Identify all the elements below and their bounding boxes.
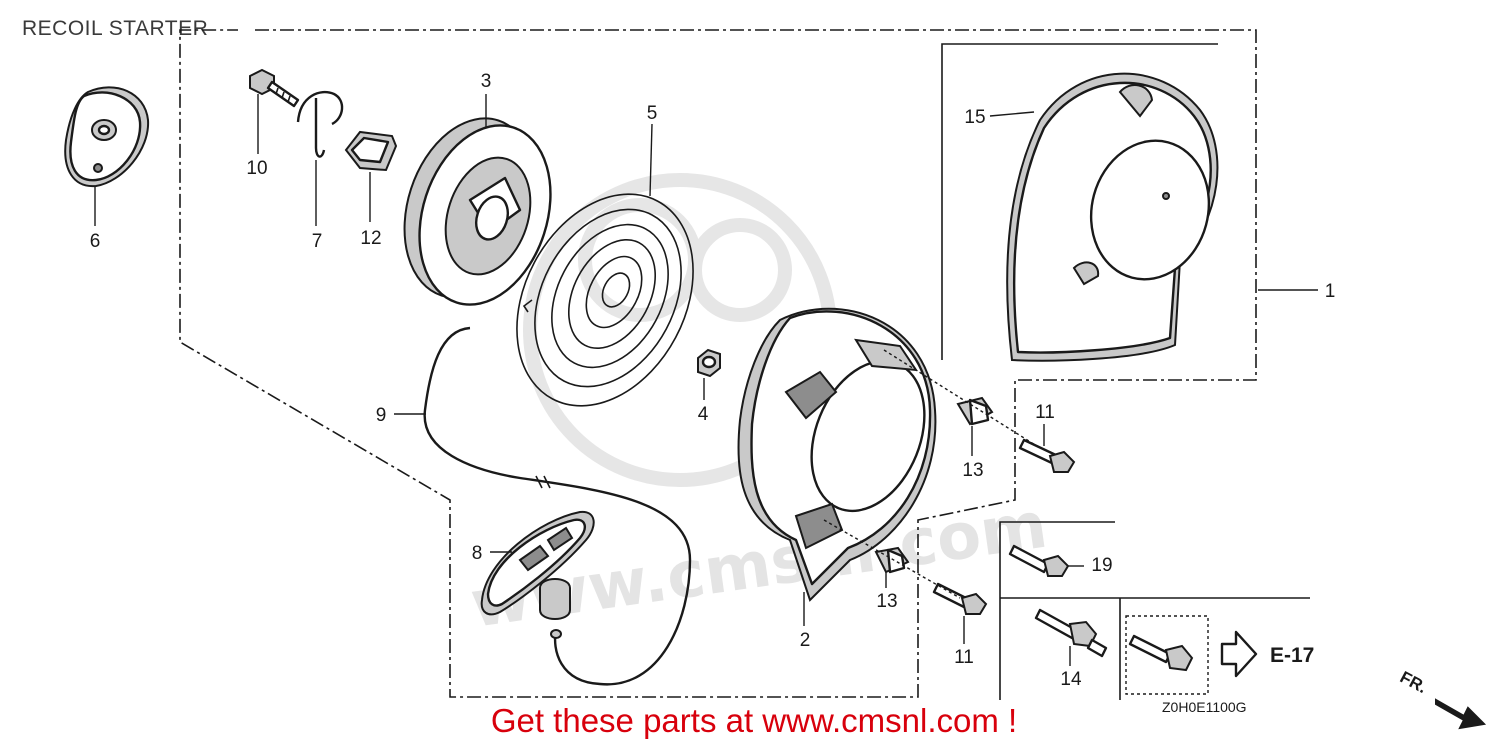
callout-1: 1 <box>1325 281 1336 302</box>
alignment-lines <box>823 349 1041 599</box>
callout-8: 8 <box>472 543 483 564</box>
callouts: 6 10 7 12 3 5 4 9 8 2 15 1 11 13 13 11 1… <box>90 71 1336 690</box>
callout-2: 2 <box>800 630 811 651</box>
callout-13-lower: 13 <box>876 591 897 612</box>
callout-11-lower: 11 <box>954 647 974 668</box>
leader-lines <box>94 94 1318 666</box>
callout-4: 4 <box>698 404 709 425</box>
drawing-code: Z0H0E1100G <box>1162 699 1247 715</box>
part-10-bolt <box>249 68 300 108</box>
part-6-pulley-plate <box>64 86 150 188</box>
callout-7: 7 <box>312 231 323 252</box>
promo-banner-text[interactable]: Get these parts at www.cmsnl.com ! <box>490 702 1018 739</box>
part-11-lower-bolt <box>932 582 988 615</box>
part-8-handle <box>480 510 595 639</box>
part-13-upper-sleeve <box>956 396 994 426</box>
callout-3: 3 <box>481 71 492 92</box>
part-19-bolt <box>1008 544 1070 577</box>
cross-reference-code: E-17 <box>1270 644 1314 667</box>
reference-bolt <box>1128 634 1194 672</box>
callout-13-upper: 13 <box>962 460 983 481</box>
part-5-spiral-spring <box>516 193 694 407</box>
callout-10: 10 <box>246 158 267 179</box>
part-14-bolt <box>1034 608 1108 658</box>
part-7-pin <box>296 90 344 158</box>
part-12-clip <box>344 130 398 172</box>
callout-9: 9 <box>376 405 387 426</box>
front-label: FR. <box>1397 667 1430 697</box>
part-2-starter-case <box>737 307 937 602</box>
cross-reference-arrow <box>1220 630 1258 678</box>
part-9-rope <box>423 326 692 686</box>
promo-banner[interactable]: Get these parts at www.cmsnl.com ! <box>0 702 1500 740</box>
callout-12: 12 <box>360 228 381 249</box>
callout-14: 14 <box>1060 669 1082 690</box>
front-direction-arrow <box>1435 698 1487 730</box>
callout-6: 6 <box>90 231 101 252</box>
reference-boxes <box>999 521 1310 700</box>
part-3-reel <box>403 117 552 306</box>
callout-5: 5 <box>647 103 658 124</box>
callout-15: 15 <box>964 107 985 128</box>
diagram-title: RECOIL STARTER <box>22 17 209 40</box>
part-4-nut <box>697 348 721 378</box>
callout-19: 19 <box>1091 555 1112 576</box>
callout-11-upper: 11 <box>1035 402 1055 423</box>
part-15-cover <box>941 43 1219 362</box>
part-11-upper-bolt <box>1018 438 1076 473</box>
